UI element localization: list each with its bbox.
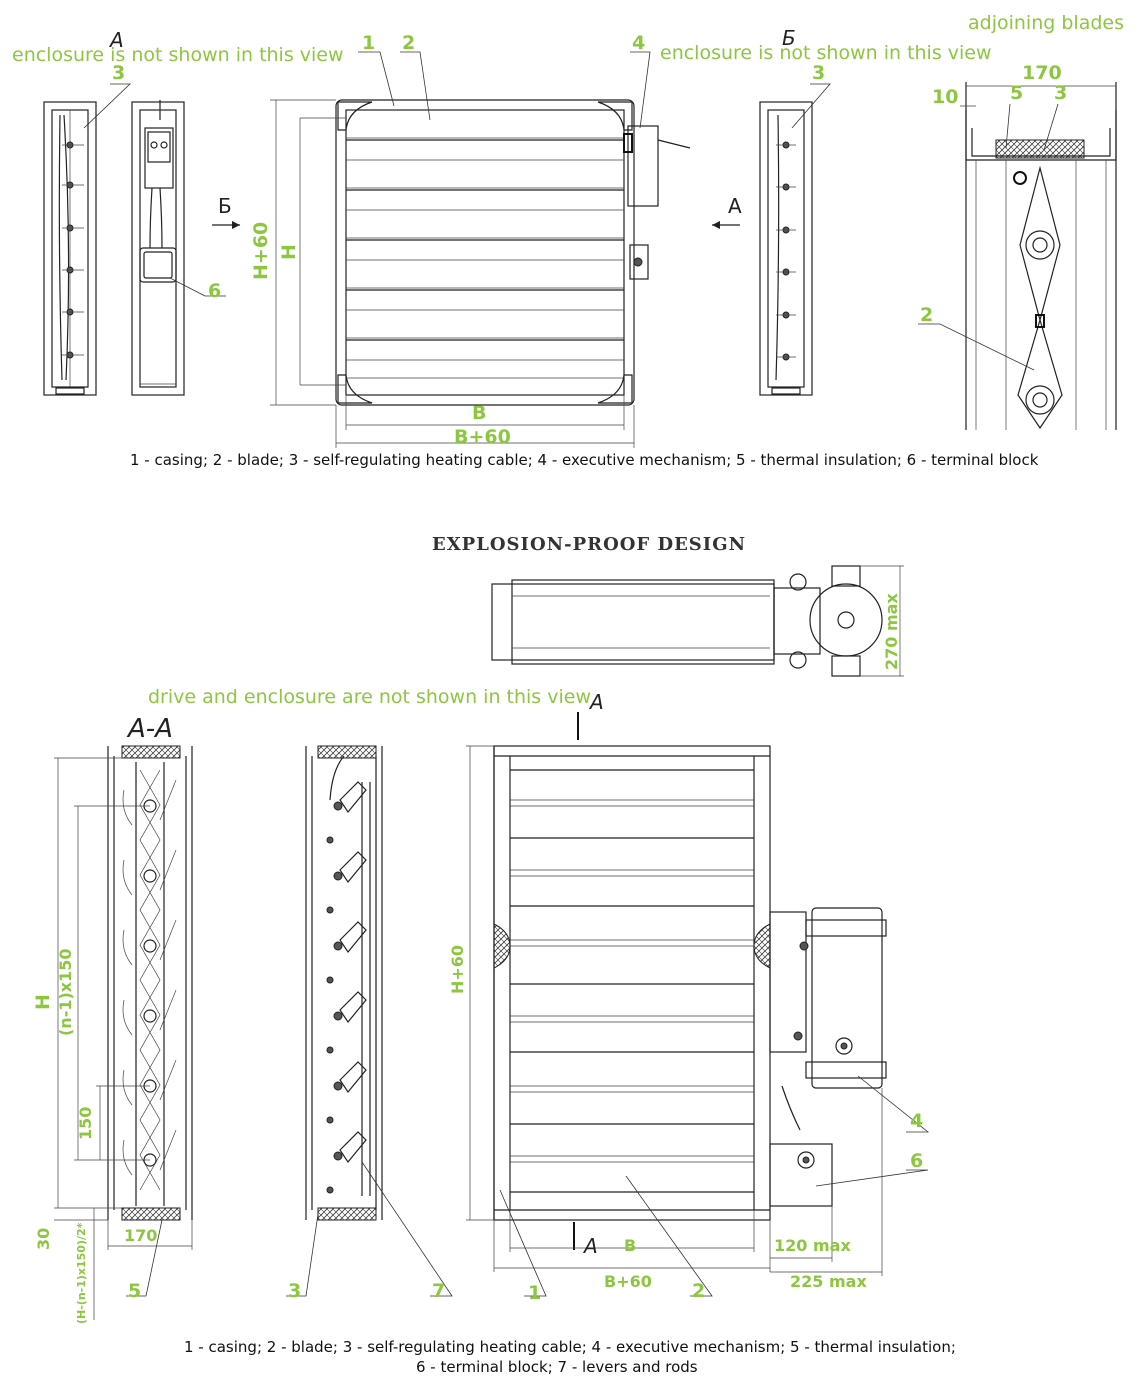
front-view-top bbox=[270, 99, 691, 448]
dim-formula: (H-(n-1)x150)/2* bbox=[75, 1222, 88, 1324]
side-view-levers bbox=[305, 745, 383, 1221]
dim-225-max: 225 max bbox=[790, 1272, 867, 1291]
callout-2-bottom: 2 bbox=[692, 1280, 706, 1302]
dim-h-bottom: H bbox=[32, 994, 54, 1010]
dim-10: 10 bbox=[932, 86, 959, 108]
callout-1-bottom: 1 bbox=[528, 1282, 542, 1304]
dim-h-top: H bbox=[278, 244, 300, 260]
callout-3-left: 3 bbox=[112, 62, 126, 84]
dim-b60-bottom: B+60 bbox=[604, 1272, 652, 1291]
dim-h60-bottom: H+60 bbox=[448, 944, 467, 994]
dim-170-top: 170 bbox=[1022, 62, 1062, 84]
callout-2: 2 bbox=[402, 32, 416, 54]
callout-1: 1 bbox=[362, 32, 376, 54]
note-enclosure-b: enclosure is not shown in this view bbox=[660, 42, 992, 64]
dim-150: 150 bbox=[76, 1106, 95, 1140]
section-mark-a-top: A bbox=[590, 690, 604, 714]
callout-6: 6 bbox=[208, 280, 222, 302]
callout-4-bottom: 4 bbox=[910, 1110, 924, 1132]
dim-n150: (n-1)x150 bbox=[56, 948, 75, 1036]
callout-3-bottom: 3 bbox=[288, 1280, 302, 1302]
view-label-a: А bbox=[110, 28, 124, 52]
view-label-b: Б bbox=[782, 26, 796, 50]
arrow-label-a: А bbox=[728, 194, 742, 218]
arrow-label-b: Б bbox=[218, 194, 232, 218]
caption-top: 1 - casing; 2 - blade; 3 - self-regulati… bbox=[130, 451, 1039, 469]
side-view-b-right bbox=[759, 101, 813, 396]
callout-4: 4 bbox=[632, 32, 646, 54]
dim-h60-top: H+60 bbox=[250, 221, 272, 280]
section-label-a-a: A-A bbox=[128, 714, 173, 744]
dim-120-max: 120 max bbox=[774, 1236, 851, 1255]
section-title-explosion: EXPLOSION-PROOF DESIGN bbox=[432, 534, 747, 555]
dim-b-bottom: B bbox=[624, 1236, 637, 1255]
adjoining-blades-detail bbox=[960, 82, 1117, 430]
section-a-a bbox=[54, 745, 193, 1320]
callout-3-detail: 3 bbox=[1054, 82, 1068, 104]
explosion-top-view bbox=[491, 565, 904, 677]
caption-bottom-line2: 6 - terminal block; 7 - levers and rods bbox=[416, 1358, 698, 1376]
dim-b-top: B bbox=[472, 402, 487, 424]
note-enclosure-a: enclosure is not shown in this view bbox=[12, 44, 344, 66]
leader-lines-bottom bbox=[126, 1075, 930, 1297]
callout-2-detail: 2 bbox=[920, 304, 934, 326]
callout-7-bottom: 7 bbox=[432, 1280, 446, 1302]
note-adjoining-blades: adjoining blades bbox=[968, 12, 1124, 34]
front-view-explosion bbox=[466, 712, 887, 1276]
callout-3-right: 3 bbox=[812, 62, 826, 84]
callout-6-bottom: 6 bbox=[910, 1150, 924, 1172]
side-view-a-left bbox=[43, 101, 97, 396]
leader-lines-top bbox=[83, 51, 1059, 371]
dim-270-max: 270 max bbox=[882, 593, 901, 670]
callout-5-bottom: 5 bbox=[128, 1280, 142, 1302]
side-view-a-middle bbox=[131, 100, 185, 396]
caption-bottom-line1: 1 - casing; 2 - blade; 3 - self-regulati… bbox=[184, 1338, 956, 1356]
note-drive-enclosure: drive and enclosure are not shown in thi… bbox=[148, 686, 591, 708]
dim-170-bottom: 170 bbox=[124, 1226, 158, 1245]
dim-30: 30 bbox=[34, 1227, 53, 1250]
dim-b60-top: B+60 bbox=[454, 426, 511, 448]
callout-5-detail: 5 bbox=[1010, 82, 1024, 104]
section-mark-a-bottom: A bbox=[584, 1234, 598, 1258]
